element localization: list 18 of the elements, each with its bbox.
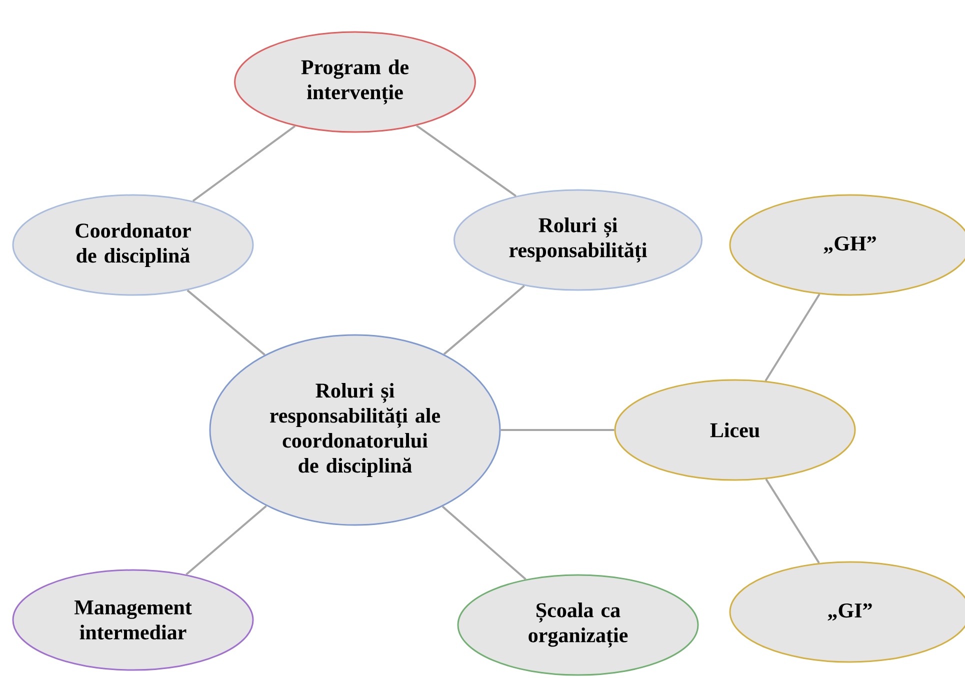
ellipse-node: Școala ca organizație: [457, 574, 699, 676]
ellipse-node: Roluri și responsabilități: [454, 189, 702, 291]
connector-line: [192, 125, 296, 202]
connector-line: [416, 124, 516, 197]
ellipse-node: Program de intervenție: [234, 31, 476, 133]
connector-line: [765, 478, 820, 564]
ellipse-node: „GH”: [729, 194, 965, 296]
connector-line: [186, 290, 266, 356]
ellipse-node: Liceu: [614, 379, 856, 481]
ellipse-node: Management intermediar: [12, 569, 254, 671]
connector-line: [500, 429, 614, 431]
connector-line: [442, 506, 526, 580]
ellipse-node: Roluri și responsabilități ale coordonatorului de disciplină: [209, 334, 501, 526]
ellipse-node: „GI”: [729, 561, 965, 663]
connector-line: [443, 285, 525, 355]
connector-line: [186, 505, 267, 576]
ellipse-node: Coordonator de disciplină: [12, 194, 254, 296]
connector-line: [764, 294, 820, 382]
